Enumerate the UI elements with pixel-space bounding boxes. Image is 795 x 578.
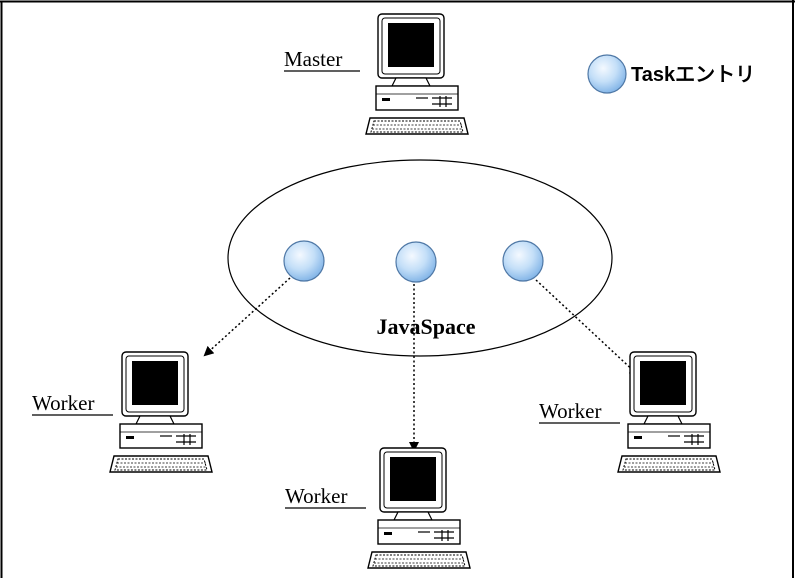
- task-entry-circle-icon: [502, 240, 544, 282]
- worker-left-label: Worker: [32, 391, 94, 415]
- legend-task-entry-circle-icon: [587, 54, 627, 94]
- master-label: Master: [284, 47, 342, 71]
- master-computer-icon: [365, 13, 469, 135]
- worker-right-computer-icon: [617, 351, 721, 473]
- arrow-to-worker-left: [203, 277, 291, 357]
- worker-center-computer-icon: [367, 447, 471, 569]
- worker-right-label: Worker: [539, 399, 601, 423]
- javaspace-label: JavaSpace: [377, 314, 476, 339]
- task-entry-circle-icon: [395, 241, 437, 283]
- task-entry-circle-icon: [283, 240, 325, 282]
- legend-label: Taskエントリ: [631, 64, 755, 86]
- arrow-to-worker-right: [535, 279, 640, 377]
- worker-center-label: Worker: [285, 484, 347, 508]
- worker-left-computer-icon: [109, 351, 213, 473]
